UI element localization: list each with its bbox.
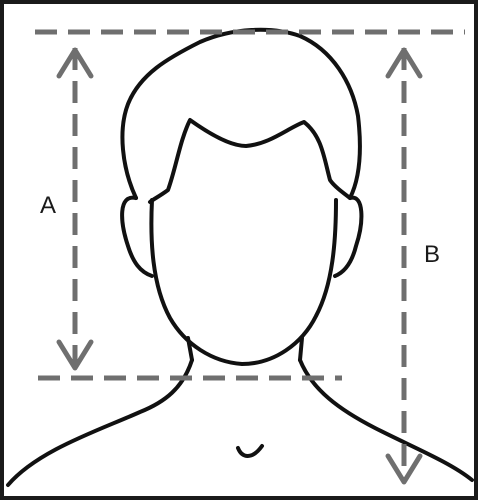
face-outline (151, 200, 336, 364)
collarbone-notch (238, 446, 262, 456)
left-ear (122, 198, 152, 276)
shoulders-outline-right (300, 360, 472, 480)
neck-right (300, 338, 302, 360)
hair-outline (122, 30, 359, 202)
right-ear (335, 198, 361, 276)
dimension-a-label: A (40, 192, 56, 219)
shoulders-outline (8, 360, 192, 485)
dimension-b-label: B (424, 241, 440, 268)
